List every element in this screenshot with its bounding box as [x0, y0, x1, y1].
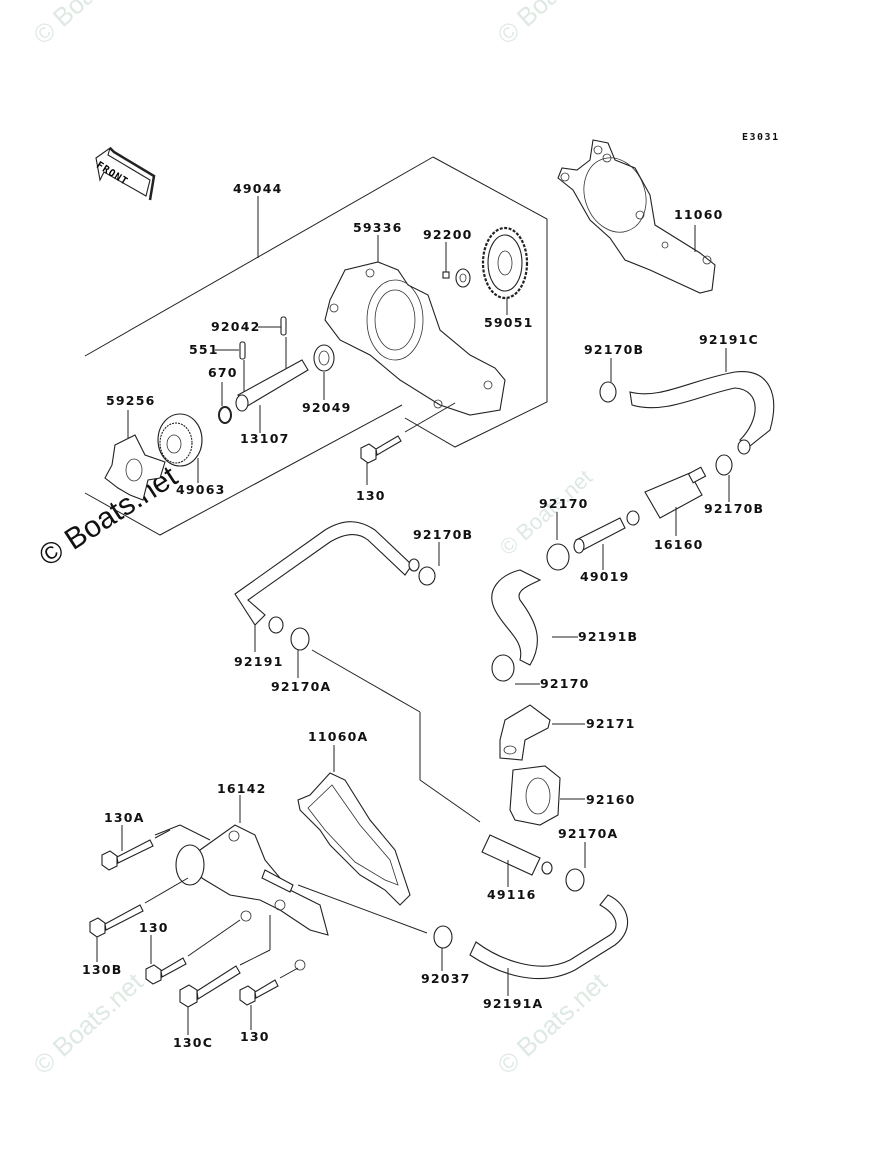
impeller: [104, 410, 166, 501]
part-label[interactable]: 13107: [240, 431, 290, 446]
bolt-130a: [101, 825, 171, 871]
part-label[interactable]: 49044: [233, 181, 283, 196]
front-arrow-icon: [95, 146, 156, 201]
part-label[interactable]: 92191B: [578, 629, 639, 644]
part-label[interactable]: 551: [189, 342, 219, 357]
part-label[interactable]: 130B: [82, 962, 123, 977]
hose-92191: [234, 521, 420, 652]
part-label[interactable]: 130: [139, 920, 169, 935]
bolt-130c: [179, 915, 271, 1035]
pin-551: [215, 341, 246, 393]
gasket: [557, 139, 716, 294]
mechanical-seal: [157, 413, 203, 483]
part-label[interactable]: 49063: [176, 482, 226, 497]
gear: [481, 226, 529, 315]
bolt-130: [145, 919, 241, 985]
part-label[interactable]: 92170B: [584, 342, 645, 357]
part-label[interactable]: 130: [240, 1029, 270, 1044]
hose-92191c: [629, 348, 775, 455]
part-label[interactable]: 130A: [104, 810, 145, 825]
part-label[interactable]: 59336: [353, 220, 403, 235]
clamp-bracket: [499, 704, 585, 761]
gasket-11060a: [297, 745, 411, 906]
part-label[interactable]: 130: [356, 488, 386, 503]
part-label[interactable]: 92191: [234, 654, 284, 669]
part-label[interactable]: 11060: [674, 207, 724, 222]
part-label[interactable]: 49019: [580, 569, 630, 584]
bolt-130b: [89, 877, 189, 962]
clamp-92170b: [418, 542, 440, 586]
part-label[interactable]: 16142: [217, 781, 267, 796]
damper: [509, 765, 585, 826]
part-label[interactable]: 92160: [586, 792, 636, 807]
hose-92191a: [469, 894, 629, 996]
part-label[interactable]: 92049: [302, 400, 352, 415]
pipe-49116: [481, 834, 553, 887]
pin-92042: [258, 316, 287, 372]
clamp-92170b: [715, 454, 733, 502]
part-label[interactable]: 92191A: [483, 996, 544, 1011]
part-label[interactable]: 92191C: [699, 332, 759, 347]
clamp-92170: [546, 512, 570, 571]
part-label[interactable]: 92171: [586, 716, 636, 731]
pump-cover: [154, 795, 329, 971]
clamp-92037: [297, 884, 453, 971]
hose-92191b: [491, 569, 578, 666]
pump-housing: [324, 235, 506, 416]
part-label[interactable]: 59256: [106, 393, 156, 408]
part-label[interactable]: 92042: [211, 319, 261, 334]
part-label[interactable]: 92170A: [558, 826, 619, 841]
clamp-92170: [491, 654, 540, 685]
filter: [626, 466, 707, 536]
bolt: [360, 402, 456, 485]
part-label[interactable]: 92170: [540, 676, 590, 691]
o-ring: [218, 382, 232, 424]
part-label[interactable]: 16160: [654, 537, 704, 552]
part-label[interactable]: 92170B: [704, 501, 765, 516]
clamp-92170a: [290, 627, 481, 823]
part-label[interactable]: 92170: [539, 496, 589, 511]
oil-seal: [313, 344, 335, 400]
part-label[interactable]: 49116: [487, 887, 537, 902]
part-label[interactable]: 92170B: [413, 527, 474, 542]
clamp-92170a: [565, 842, 586, 892]
part-label[interactable]: 11060A: [308, 729, 369, 744]
bolt-130: [239, 967, 299, 1030]
clamp-92170b: [599, 358, 617, 403]
shaft: [235, 359, 309, 433]
part-label[interactable]: 59051: [484, 315, 534, 330]
pipe-49019: [573, 517, 626, 570]
assembly-outline: [404, 156, 548, 448]
part-label[interactable]: 130C: [173, 1035, 214, 1050]
diagram-code: E3031: [742, 132, 780, 143]
part-label[interactable]: 92200: [423, 227, 473, 242]
part-label[interactable]: 92037: [421, 971, 471, 986]
washer: [442, 242, 471, 288]
part-label[interactable]: 670: [208, 365, 238, 380]
part-label[interactable]: 92170A: [271, 679, 332, 694]
